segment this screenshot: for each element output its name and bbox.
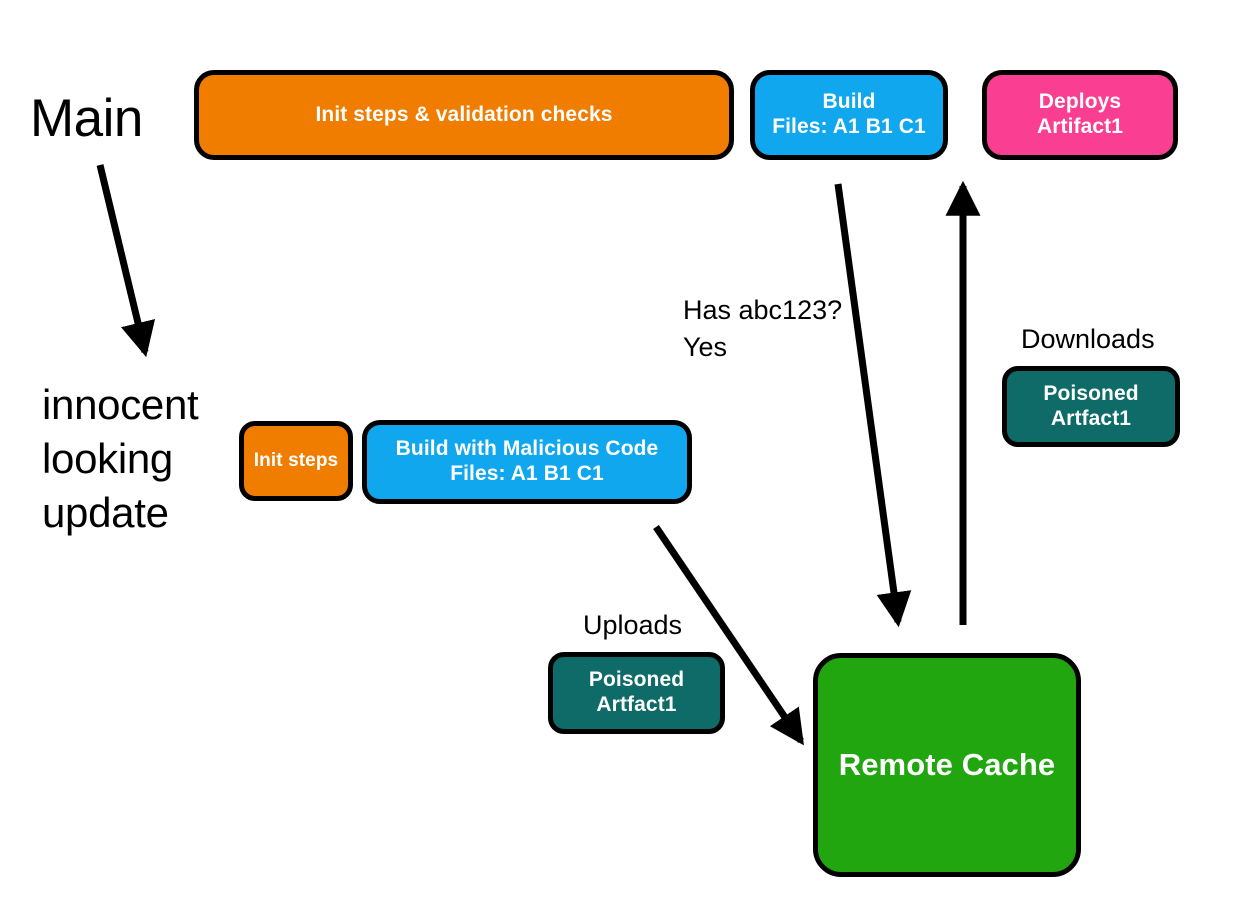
arrow-main-to-update: [96, 164, 156, 358]
node-line-title: Build with Malicious Code: [395, 437, 659, 461]
node-line: Remote Cache: [838, 746, 1056, 782]
node-line-title: Deploys: [1038, 90, 1122, 114]
node-line-title: Build: [822, 90, 876, 114]
branch-label-main: Main: [30, 89, 143, 148]
node-remote-cache[interactable]: Remote Cache: [813, 653, 1081, 877]
branch-label-innocent-update: innocent looking update: [42, 381, 199, 536]
node-init-steps-and-validation-checks[interactable]: Init steps & validation checks: [194, 70, 734, 160]
annotation-uploads: Uploads: [583, 610, 683, 640]
annotation-cache-query: Has abc123? Yes: [683, 295, 843, 363]
node-line-artifact: Artfact1: [1050, 406, 1132, 430]
node-poisoned-artifact-uploaded[interactable]: Poisoned Artfact1: [548, 652, 725, 734]
node-line: Init steps: [253, 449, 339, 471]
node-deploys-artifact1[interactable]: Deploys Artifact1: [982, 70, 1178, 160]
node-line-files: Files: A1 B1 C1: [450, 462, 604, 485]
node-line: Init steps & validation checks: [315, 102, 613, 126]
node-line-artifact: Artfact1: [596, 693, 677, 716]
node-line-artifact: Artifact1: [1036, 115, 1124, 138]
annotation-downloads: Downloads: [1021, 324, 1155, 354]
arrow-build-to-cache: [834, 183, 912, 628]
node-poisoned-artifact-downloaded[interactable]: Poisoned Artfact1: [1002, 366, 1180, 447]
node-line-poisoned: Poisoned: [588, 668, 685, 692]
node-line-files: Files: A1 B1 C1: [772, 115, 926, 138]
node-build-with-malicious-code[interactable]: Build with Malicious Code Files: A1 B1 C…: [362, 420, 692, 504]
node-build-main[interactable]: Build Files: A1 B1 C1: [750, 70, 948, 160]
node-line-poisoned: Poisoned: [1043, 381, 1139, 405]
node-init-steps[interactable]: Init steps: [239, 421, 353, 501]
